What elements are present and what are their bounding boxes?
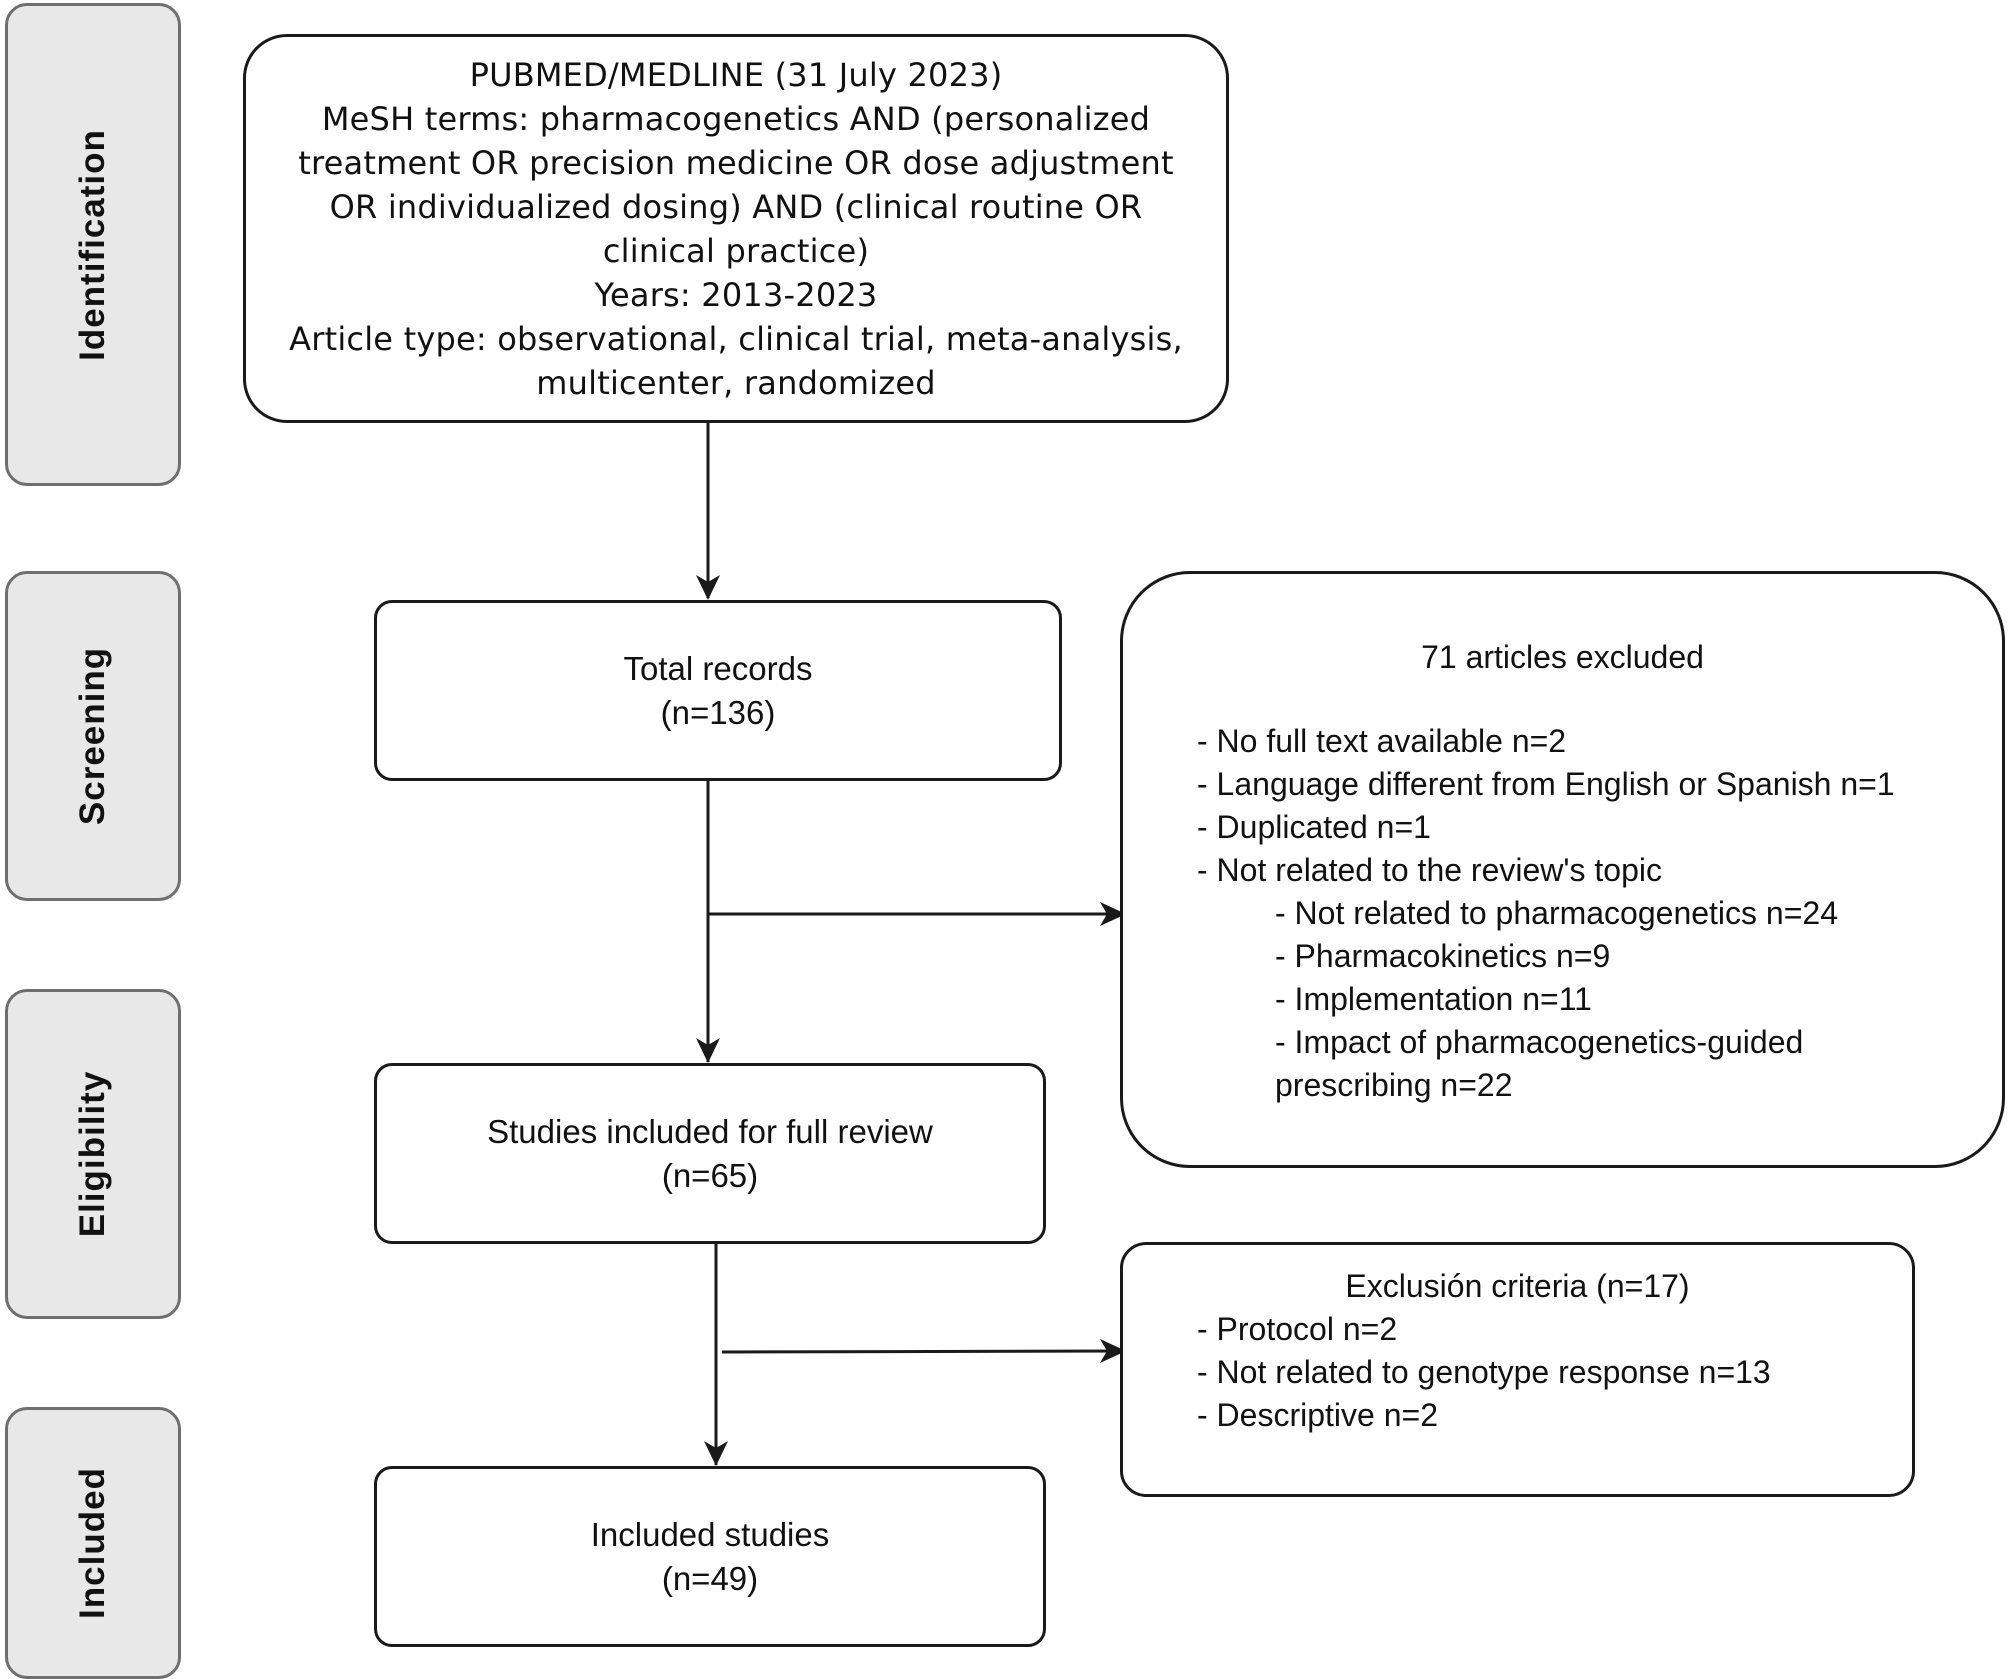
search-line-mesh-1: MeSH terms: pharmacogenetics AND (person… [321,99,1151,138]
excluded-articles-box: 71 articles excluded - No full text avai… [1120,571,2005,1168]
excluded-subitem: - Pharmacokinetics n=9 [1275,938,1611,974]
stage-eligibility: Eligibility [5,989,181,1319]
excluded-subitem: prescribing n=22 [1275,1067,1513,1103]
arrowhead-branch-excluded [1100,902,1126,926]
excluded-subitem: - Not related to pharmacogenetics n=24 [1275,895,1838,931]
exclusion-criteria-item: - Protocol n=2 [1197,1311,1398,1347]
excluded-subitem: - Impact of pharmacogenetics-guided [1275,1024,1804,1060]
search-strategy-box: PUBMED/MEDLINE (31 July 2023) MeSH terms… [243,34,1229,423]
arrowhead-total-to-review [696,1038,720,1063]
exclusion-criteria-box: Exclusión criteria (n=17) - Protocol n=2… [1120,1242,1915,1497]
excluded-item: - Not related to the review's topic [1197,852,1662,888]
arrowhead-search-to-total [696,575,720,600]
search-line-mesh-2: treatment OR precision medicine OR dose … [298,143,1174,182]
search-line-mesh-4: clinical practice) [602,231,870,270]
total-records-count: (n=136) [660,693,776,731]
exclusion-criteria-title: Exclusión criteria (n=17) [1345,1268,1690,1304]
included-studies-label: Included studies [590,1515,830,1553]
full-review-box: Studies included for full review (n=65) [374,1063,1046,1244]
search-line-article-type-2: multicenter, randomized [536,363,936,402]
arrowhead-branch-criteria [1100,1339,1126,1363]
search-line-years: Years: 2013-2023 [594,275,878,314]
exclusion-criteria-item: - Descriptive n=2 [1197,1397,1438,1433]
excluded-item: - Duplicated n=1 [1197,809,1431,845]
excluded-subitem: - Implementation n=11 [1275,981,1592,1017]
search-line-source: PUBMED/MEDLINE (31 July 2023) [469,55,1003,94]
full-review-label: Studies included for full review [487,1112,933,1150]
included-studies-box: Included studies (n=49) [374,1466,1046,1647]
excluded-articles-title: 71 articles excluded [1421,639,1704,675]
search-line-article-type: Article type: observational, clinical tr… [289,319,1183,358]
included-studies-count: (n=49) [661,1559,759,1597]
full-review-count: (n=65) [661,1156,759,1194]
excluded-item: - Language different from English or Spa… [1197,766,1895,802]
exclusion-criteria-item: - Not related to genotype response n=13 [1197,1354,1771,1390]
arrowhead-review-to-included [704,1441,728,1466]
search-line-mesh-3: OR individualized dosing) AND (clinical … [329,187,1143,226]
stage-included: Included [5,1407,181,1679]
arrow-branch-criteria [721,1349,1125,1354]
total-records-box: Total records (n=136) [374,600,1062,781]
total-records-label: Total records [623,649,813,687]
stage-screening: Screening [5,571,181,901]
excluded-item: - No full text available n=2 [1197,723,1567,759]
stage-identification: Identification [5,3,181,486]
